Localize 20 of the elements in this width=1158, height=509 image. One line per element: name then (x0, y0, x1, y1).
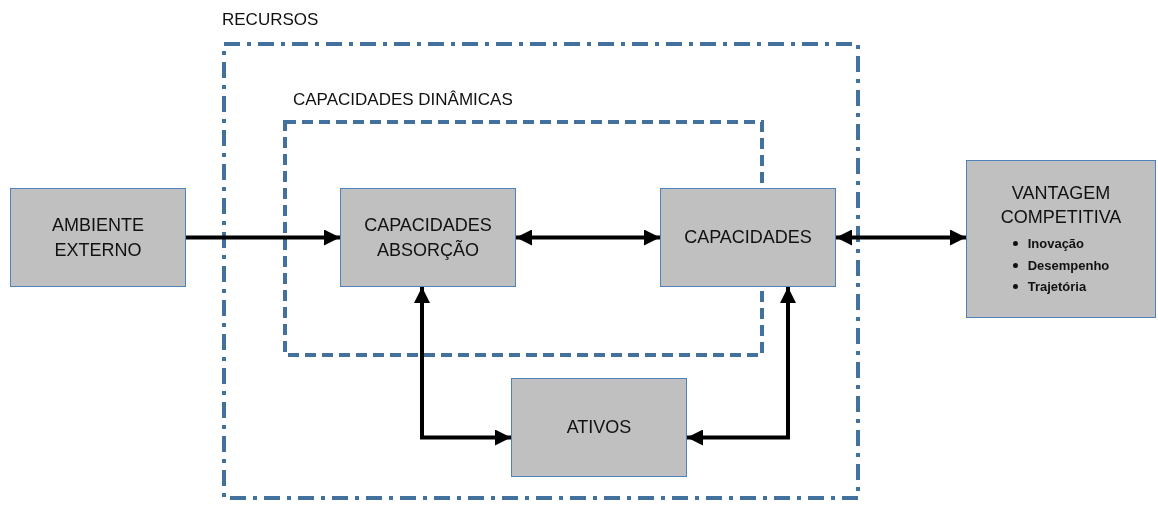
process-box (660, 188, 836, 287)
arrow (186, 229, 340, 246)
region-heading: CAPACIDADES DINÂMICAS (293, 90, 513, 110)
region-heading: RECURSOS (222, 10, 319, 30)
double-arrow (516, 229, 660, 246)
double-arrow (836, 229, 966, 246)
process-box (340, 188, 516, 287)
box-title: CAPACIDADES (683, 226, 813, 250)
process-box (966, 160, 1156, 318)
box-title: ATIVOS (565, 416, 633, 440)
double-arrow (414, 287, 511, 446)
bullet-item: Trajetória (1027, 278, 1087, 296)
box-title: CAPACIDADES ABSORÇÃO (363, 214, 493, 262)
double-arrow (687, 287, 796, 446)
bullet-item: Desempenho (1027, 256, 1110, 275)
box-title: VANTAGEM COMPETITIVA (999, 181, 1123, 229)
process-box (10, 188, 186, 287)
bullet-item: Inovação (1027, 235, 1085, 254)
box-title: AMBIENTE EXTERNO (51, 214, 145, 262)
process-box (511, 378, 687, 477)
